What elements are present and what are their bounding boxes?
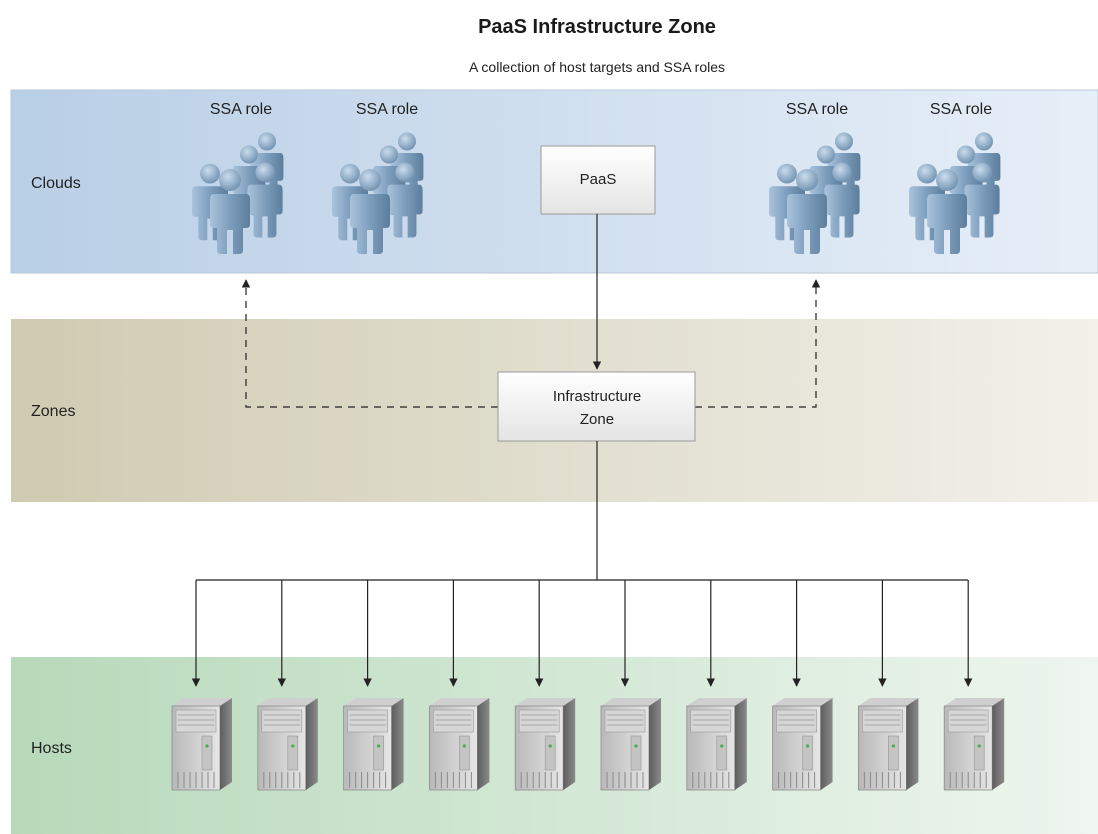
server-tower-icon bbox=[686, 697, 748, 791]
ssa-role-label-3: SSA role bbox=[786, 101, 848, 118]
zone-to-ssa-left-dashed-arrow bbox=[241, 279, 498, 408]
band-label-zones: Zones bbox=[31, 403, 75, 420]
server-tower-icon bbox=[171, 697, 233, 791]
band-label-clouds: Clouds bbox=[31, 175, 81, 192]
ssa-role-label-4: SSA role bbox=[930, 101, 992, 118]
paas-node: PaaS bbox=[540, 145, 656, 215]
server-tower-icon bbox=[257, 697, 319, 791]
server-tower-icon bbox=[772, 697, 834, 791]
ssa-role-label-1: SSA role bbox=[210, 101, 272, 118]
server-tower-icon bbox=[343, 697, 405, 791]
server-tower-icon bbox=[857, 697, 919, 791]
zone-label-line2: Zone bbox=[580, 411, 614, 428]
server-tower-icon bbox=[428, 697, 490, 791]
ssa-role-label-2: SSA role bbox=[356, 101, 418, 118]
server-tower-icon bbox=[943, 697, 1005, 791]
paas-label: PaaS bbox=[580, 171, 617, 188]
band-label-hosts: Hosts bbox=[31, 740, 72, 757]
server-tower-icon bbox=[514, 697, 576, 791]
server-tower-icon bbox=[600, 697, 662, 791]
diagram-subtitle: A collection of host targets and SSA rol… bbox=[469, 59, 725, 75]
zone-label-line1: Infrastructure bbox=[553, 388, 641, 405]
zone-to-ssa-right-dashed-arrow bbox=[695, 279, 821, 408]
diagram-title: PaaS Infrastructure Zone bbox=[478, 16, 716, 38]
infrastructure-zone-node: Infrastructure Zone bbox=[497, 371, 696, 442]
host-arrows bbox=[191, 580, 973, 687]
